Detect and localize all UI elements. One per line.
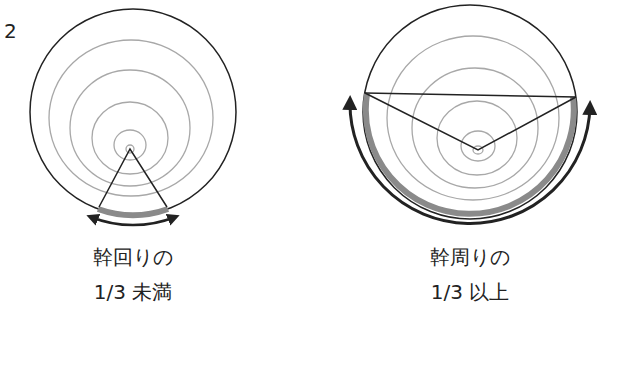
caption-label: 幹周りの 1/3 以上 [418,240,522,310]
caption-text: 幹周りの 1/3 以上 [418,240,522,310]
figure-number: 2 [4,14,17,49]
trunk-section-right [350,5,590,224]
caption-text: 幹回りの 1/3 未満 [81,240,185,310]
caption-label: 幹回りの 1/3 未満 [81,240,185,310]
trunk-section-left [30,9,236,225]
figure-number-text: 2 [4,14,17,49]
